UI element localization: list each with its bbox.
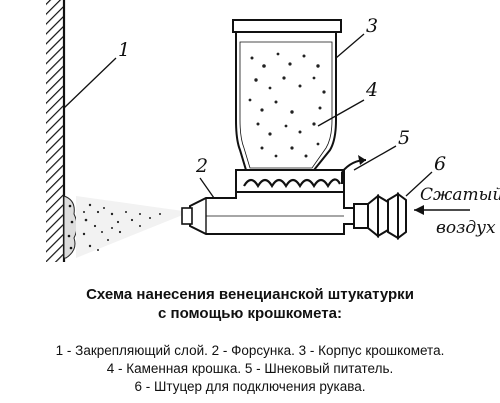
fixing-layer bbox=[63, 195, 78, 259]
compressed-air-label-line2: воздух bbox=[436, 218, 496, 238]
leader-lines bbox=[63, 33, 433, 199]
venetian-plaster-diagram: 1 2 3 4 5 6 Сжатый воздух bbox=[46, 0, 500, 262]
label-5: 5 bbox=[398, 127, 410, 149]
caption-title-line2: с помощью крошкомета: bbox=[158, 305, 342, 322]
label-2: 2 bbox=[195, 155, 208, 177]
auger-feeder bbox=[235, 169, 345, 193]
nozzle bbox=[181, 191, 355, 235]
hose-fitting bbox=[353, 192, 407, 240]
legend-line-1: 1 - Закрепляющий слой. 2 - Форсунка. 3 -… bbox=[55, 343, 445, 358]
legend-line-3: 6 - Штуцер для подключения рукава. bbox=[134, 379, 366, 394]
compressed-air-label-line1: Сжатый bbox=[420, 185, 500, 205]
hopper-body bbox=[232, 19, 342, 171]
label-3: 3 bbox=[366, 15, 378, 37]
spray-cone bbox=[76, 196, 190, 258]
label-6: 6 bbox=[434, 153, 446, 175]
stone-chips bbox=[248, 52, 326, 158]
caption-title-line1: Схема нанесения венецианской штукатурки bbox=[86, 286, 414, 303]
feeder-control-arrow bbox=[341, 155, 367, 184]
air-inlet-arrow bbox=[414, 205, 470, 215]
legend-line-2: 4 - Каменная крошка. 5 - Шнековый питате… bbox=[106, 361, 394, 376]
wall bbox=[46, 0, 66, 262]
label-1: 1 bbox=[118, 39, 130, 61]
label-4: 4 bbox=[365, 79, 378, 101]
